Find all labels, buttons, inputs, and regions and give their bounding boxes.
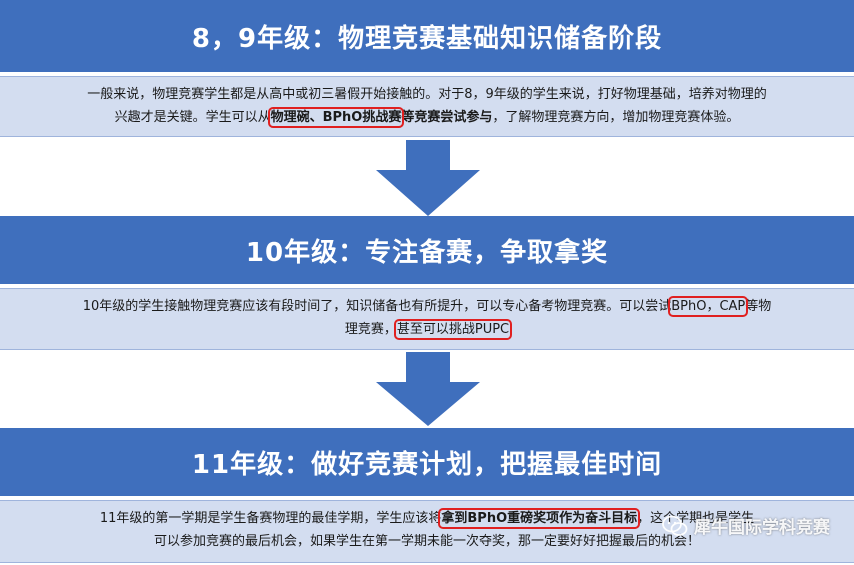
stage-3-line-1-pre: 11年级的第一学期是学生备赛物理的最佳学期，学生应该将 [99,511,442,526]
stage-2-title: 10年级：专注备赛，争取拿奖 [245,237,609,268]
stage-3-highlight: 拿到BPhO重磅奖项作为奋斗目标 [438,508,641,529]
stage-1-bold-tail: 等竞赛尝试参与 [401,110,493,125]
stage-1-line-2: 兴趣才是关键。学生可以从物理碗、BPhO挑战赛等竞赛尝试参与，了解物理竞赛方向，… [14,106,840,129]
stage-3-line-2: 可以参加竞赛的最后机会，如果学生在第一学期未能一次夺奖，那一定要好好把握最后的机… [153,534,700,549]
stage-3-title: 11年级：做好竞赛计划，把握最佳时间 [191,449,663,480]
stage-1-highlight: 物理碗、BPhO挑战赛 [267,107,405,128]
stage-1-banner: 8，9年级：物理竞赛基础知识储备阶段 [0,0,854,72]
stage-1-title: 8，9年级：物理竞赛基础知识储备阶段 [191,23,663,54]
stage-2-highlight-2: 甚至可以挑战PUPC [393,319,513,340]
stage-2-panel: 10年级的学生接触物理竞赛应该有段时间了，知识储备也有所提升，可以专心备考物理竞… [0,288,854,350]
stage-1-panel: 一般来说，物理竞赛学生都是从高中或初三暑假开始接触的。对于8，9年级的学生来说，… [0,76,854,137]
stage-2-line-1-pre: 10年级的学生接触物理竞赛应该有段时间了，知识储备也有所提升，可以专心备考物理竞… [82,299,672,314]
stage-1-line-2-post: ，了解物理竞赛方向，增加物理竞赛体验。 [492,110,740,125]
stage-3-line-1-post: ，这个学期也是学生 [637,511,755,526]
stage-2-banner: 10年级：专注备赛，争取拿奖 [0,216,854,284]
stage-3-banner: 11年级：做好竞赛计划，把握最佳时间 [0,428,854,496]
wechat-icon [662,515,688,536]
down-arrow-2 [376,352,480,426]
stage-2-line-1-post: 等物 [745,299,772,314]
stage-2-line-2-pre: 理竞赛， [344,322,397,337]
stage-1-line-1: 一般来说，物理竞赛学生都是从高中或初三暑假开始接触的。对于8，9年级的学生来说，… [87,87,767,102]
stage-3-line-1: 11年级的第一学期是学生备赛物理的最佳学期，学生应该将拿到BPhO重磅奖项作为奋… [14,507,840,530]
stage-1-line-2-pre: 兴趣才是关键。学生可以从 [114,110,271,125]
stage-3-panel: 11年级的第一学期是学生备赛物理的最佳学期，学生应该将拿到BPhO重磅奖项作为奋… [0,500,854,563]
stage-2-line-1: 10年级的学生接触物理竞赛应该有段时间了，知识储备也有所提升，可以专心备考物理竞… [14,295,840,318]
stage-2-line-2: 理竞赛，甚至可以挑战PUPC [14,318,840,341]
down-arrow-1 [376,140,480,216]
watermark: 犀牛国际学科竞赛 [662,513,830,538]
stage-2-highlight-1: BPhO，CAP [668,296,749,317]
watermark-text: 犀牛国际学科竞赛 [694,518,830,538]
